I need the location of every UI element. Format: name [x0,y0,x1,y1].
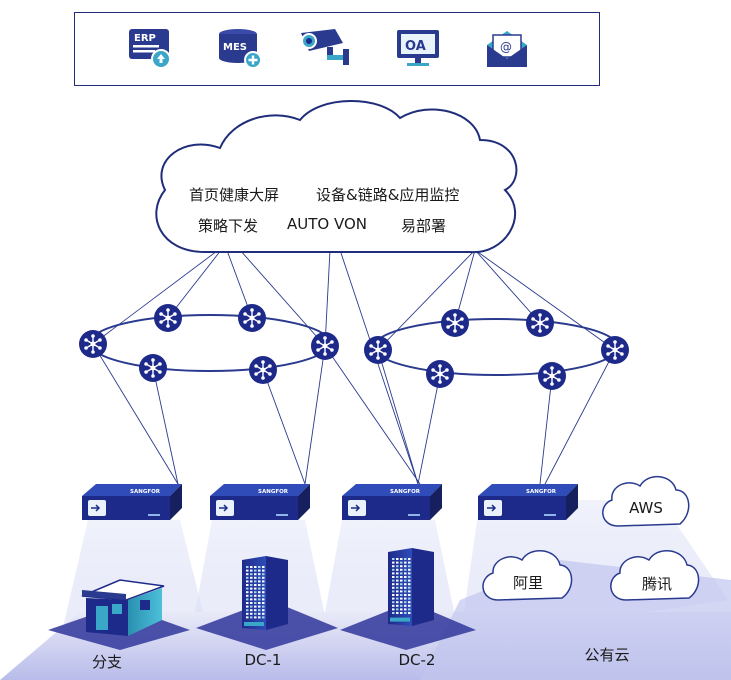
router-node-icon [426,360,454,388]
public-cloud-label: 公有云 [584,646,630,664]
cloud-item-deploy: 易部署 [401,217,447,235]
sangfor-device-icon: SANGFOR [210,484,310,520]
sangfor-device-icon: SANGFOR [342,484,442,520]
sangfor-devices: SANGFOR SANGFOR SANGFOR SANGFOR [82,484,578,520]
erp-icon: ERP [127,27,175,71]
router-node-icon [249,356,277,384]
cloud-item-autovon: AUTO VON [287,215,368,233]
sangfor-device-icon: SANGFOR [82,484,182,520]
tencent-label: 腾讯 [641,575,672,593]
erp-icon-label: ERP [134,33,156,44]
dc1-building [242,556,288,630]
router-node-icon [601,336,629,364]
sangfor-device-icon: SANGFOR [478,484,578,520]
mes-icon-label: MES [223,42,247,53]
sangfor-brand-label: SANGFOR [390,489,421,495]
router-node-icon [526,309,554,337]
dc1-label: DC-1 [244,651,282,669]
applications-panel: ERP MES [74,12,600,86]
right-ring [373,318,619,376]
oa-icon-label: OA [405,39,426,54]
branch-building [81,579,165,636]
left-ring [89,314,331,372]
router-node-icon [311,332,339,360]
dc2-building [388,548,434,626]
router-node-icon [238,304,266,332]
dc2-label: DC-2 [398,651,436,669]
router-node-icon [79,330,107,358]
dc2-pad [340,602,476,650]
sangfor-brand-label: SANGFOR [258,489,289,495]
router-node-icon [154,304,182,332]
camera-icon [299,27,349,71]
sangfor-brand-label: SANGFOR [526,489,557,495]
oa-icon: OA [395,27,443,71]
email-icon: @ [485,27,533,71]
email-icon-label: @ [500,40,512,54]
mes-icon: MES [217,27,265,71]
links [92,244,616,485]
router-node-icon [139,354,167,382]
cloud-item-policy: 策略下发 [198,217,259,235]
cloud-item-dashboard: 首页健康大屏 [189,186,280,204]
router-node-icon [538,362,566,390]
aws-label: AWS [629,499,663,517]
sd-wan-cloud [155,100,518,254]
cloud-item-monitoring: 设备&链路&应用监控 [316,186,460,204]
router-node-icon [364,336,392,364]
aliyun-label: 阿里 [512,574,543,592]
router-nodes [79,304,629,390]
router-node-icon [441,309,469,337]
sangfor-brand-label: SANGFOR [130,489,161,495]
branch-label: 分支 [91,653,122,671]
